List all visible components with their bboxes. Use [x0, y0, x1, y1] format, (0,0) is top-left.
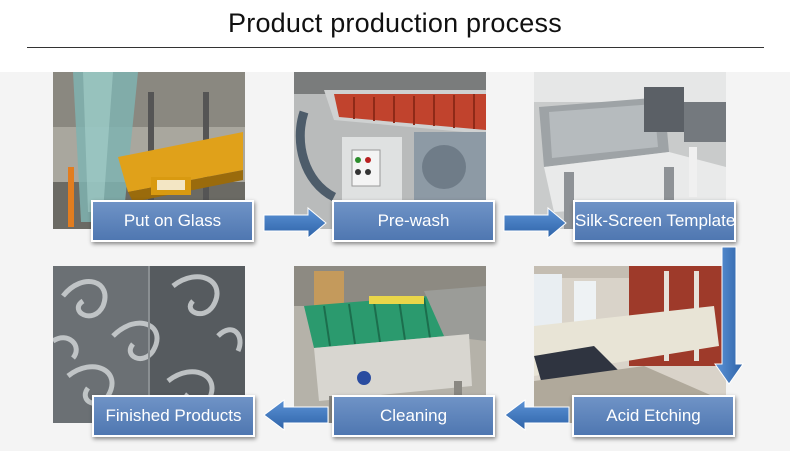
right-arrow-icon [503, 206, 567, 240]
right-arrow-icon [263, 206, 327, 240]
down-arrow-icon [714, 246, 744, 385]
step-label-put-on-glass: Put on Glass [91, 200, 254, 242]
left-arrow-icon [263, 399, 329, 431]
page-title: Product production process [228, 8, 562, 38]
left-arrow-icon [504, 399, 570, 431]
step-label-silk-screen-template: Silk-Screen Template [573, 200, 736, 242]
step-label-finished-products: Finished Products [92, 395, 255, 437]
step-label-cleaning: Cleaning [332, 395, 495, 437]
step-label-acid-etching: Acid Etching [572, 395, 735, 437]
title-divider [27, 47, 764, 48]
step-label-pre-wash: Pre-wash [332, 200, 495, 242]
